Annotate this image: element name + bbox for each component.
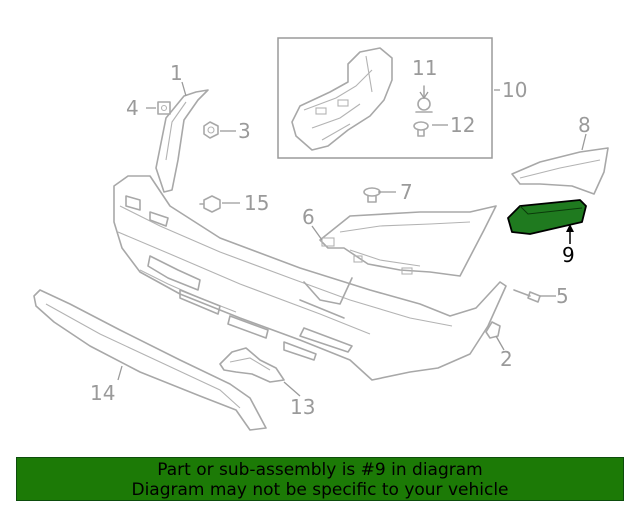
banner-line-1: Part or sub-assembly is #9 in diagram: [157, 460, 483, 480]
trim-part-8[interactable]: [511, 147, 609, 195]
callout-5: 5: [556, 284, 569, 308]
clip-part-12[interactable]: [413, 121, 448, 137]
bolt-part-3[interactable]: [203, 121, 219, 139]
callout-13: 13: [290, 395, 315, 419]
parts-diagram: 1 2 3 4 5 6 7 8 9 10 11 12 13 14 15: [33, 37, 609, 431]
part-info-banner: Part or sub-assembly is #9 in diagram Di…: [16, 457, 624, 501]
banner-line-2: Diagram may not be specific to your vehi…: [131, 480, 509, 500]
callout-11: 11: [412, 56, 437, 80]
callout-12: 12: [450, 113, 475, 137]
bracket-part-13[interactable]: [219, 347, 285, 383]
callout-9: 9: [562, 243, 575, 267]
callout-15: 15: [244, 191, 269, 215]
bolt-part-5[interactable]: [513, 289, 541, 303]
callout-1: 1: [170, 61, 183, 85]
clip-part-4[interactable]: [157, 101, 171, 115]
callout-8: 8: [578, 113, 591, 137]
callout-7: 7: [400, 180, 413, 204]
clip-part-2[interactable]: [485, 321, 501, 339]
bumper-cover-part-1[interactable]: [113, 175, 507, 381]
screw-part-15[interactable]: [199, 195, 221, 213]
callout-4: 4: [126, 96, 139, 120]
callout-2: 2: [500, 347, 513, 371]
trim-part-6[interactable]: [319, 205, 497, 277]
clip-part-7[interactable]: [363, 187, 381, 203]
callout-3: 3: [238, 119, 251, 143]
bracket-part-10[interactable]: [291, 47, 393, 151]
callout-10: 10: [502, 78, 527, 102]
reinforcement-bracket-part-1[interactable]: [155, 89, 209, 193]
reflector-part-9[interactable]: [507, 199, 587, 235]
valance-part-14[interactable]: [33, 289, 267, 431]
clip-part-11[interactable]: [415, 85, 433, 113]
callout-14: 14: [90, 381, 115, 405]
callout-6: 6: [302, 205, 315, 229]
inset-box: [277, 37, 493, 159]
leader-lines: [117, 81, 587, 397]
